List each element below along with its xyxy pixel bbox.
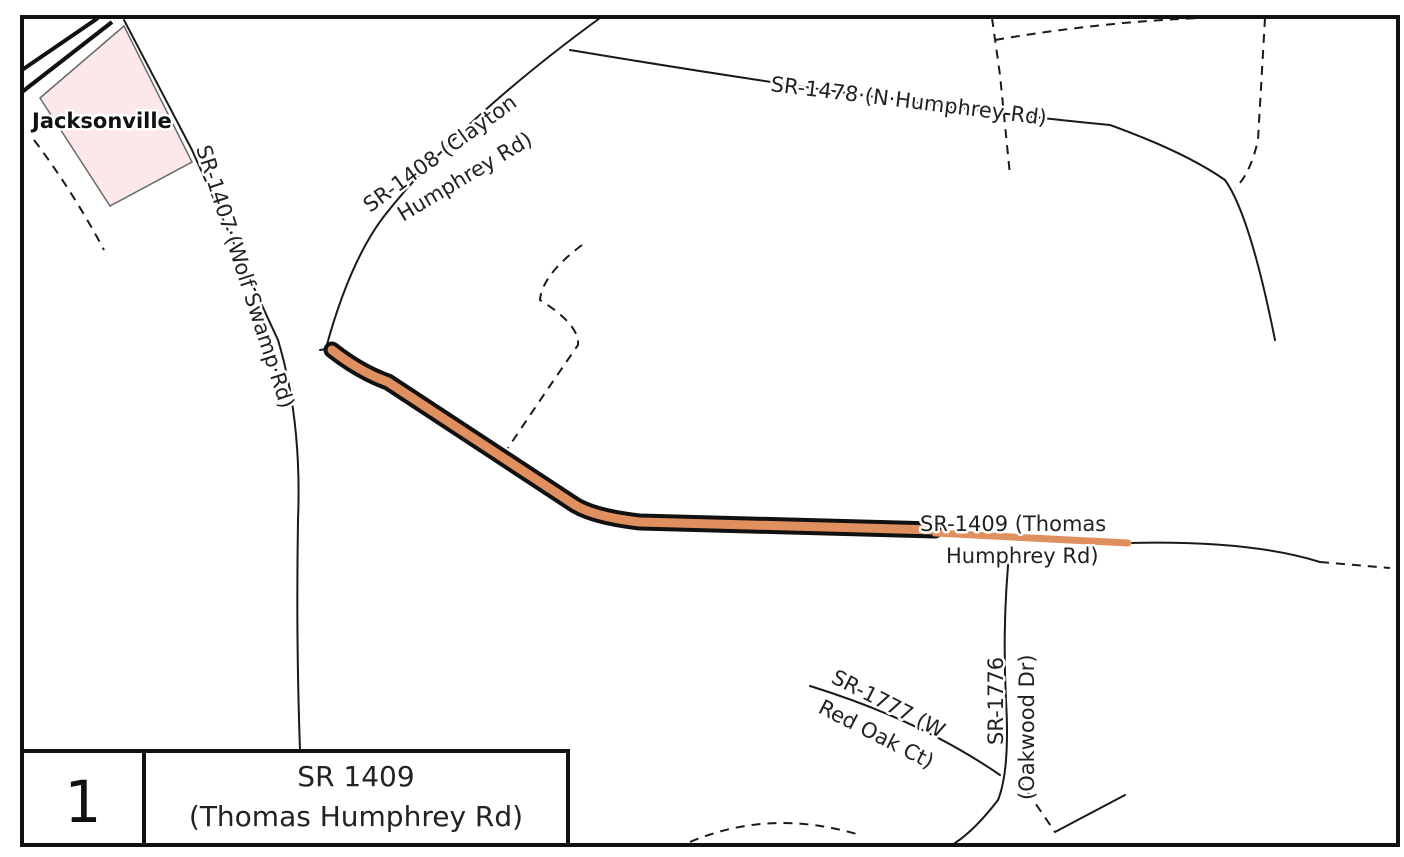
road-sr1478 [569,49,1276,341]
dashed-road-north-3 [1234,17,1266,189]
legend-box [20,749,570,847]
road-sr1409-east-dashed [1319,561,1391,569]
dashed-road-town-west [33,139,105,251]
road-label-sr1407: SR-1407·(Wolf Swamp·Rd) [191,142,299,411]
highlighted-segment-outline [323,341,944,539]
dashed-road-north-2 [994,17,1201,41]
place-label-jacksonville: Jacksonville [30,109,172,133]
road-sr1408 [325,17,601,349]
legend-title-line1: SR 1409 [297,760,414,793]
road-sr1776-south-dashed [1017,777,1056,833]
road-label-sr1409-line2: Humphrey Rd) [946,544,1099,568]
road-label-sr1776-line2: (Oakwood Dr) [1015,654,1039,800]
road-label-sr1478: SR-1478·(N·Humphrey Rd) [769,72,1048,130]
highlighted-segment-fill [327,345,940,535]
town-boundary-jacksonville [39,24,193,207]
road-southeast [1054,794,1126,833]
road-label-sr1776-line1: SR-1776 [984,657,1008,745]
highlighted-segment-tail [931,529,1132,547]
road-sr1409-east [1127,541,1321,563]
road-sr1407 [123,19,301,751]
dashed-road-north-1 [991,17,1011,176]
major-road-line-1 [20,16,100,72]
major-road-line-2 [20,20,114,94]
legend-number: 1 [65,768,102,836]
dashed-road-middle [507,244,583,449]
road-sr1777 [809,685,1001,776]
map-border [20,15,1400,847]
road-label-sr1409-line1: SR-1409 (Thomas [920,512,1106,536]
road-sr1776 [954,544,1011,844]
legend-title-line2: (Thomas Humphrey Rd) [189,800,523,833]
dashed-road-south [689,822,861,843]
